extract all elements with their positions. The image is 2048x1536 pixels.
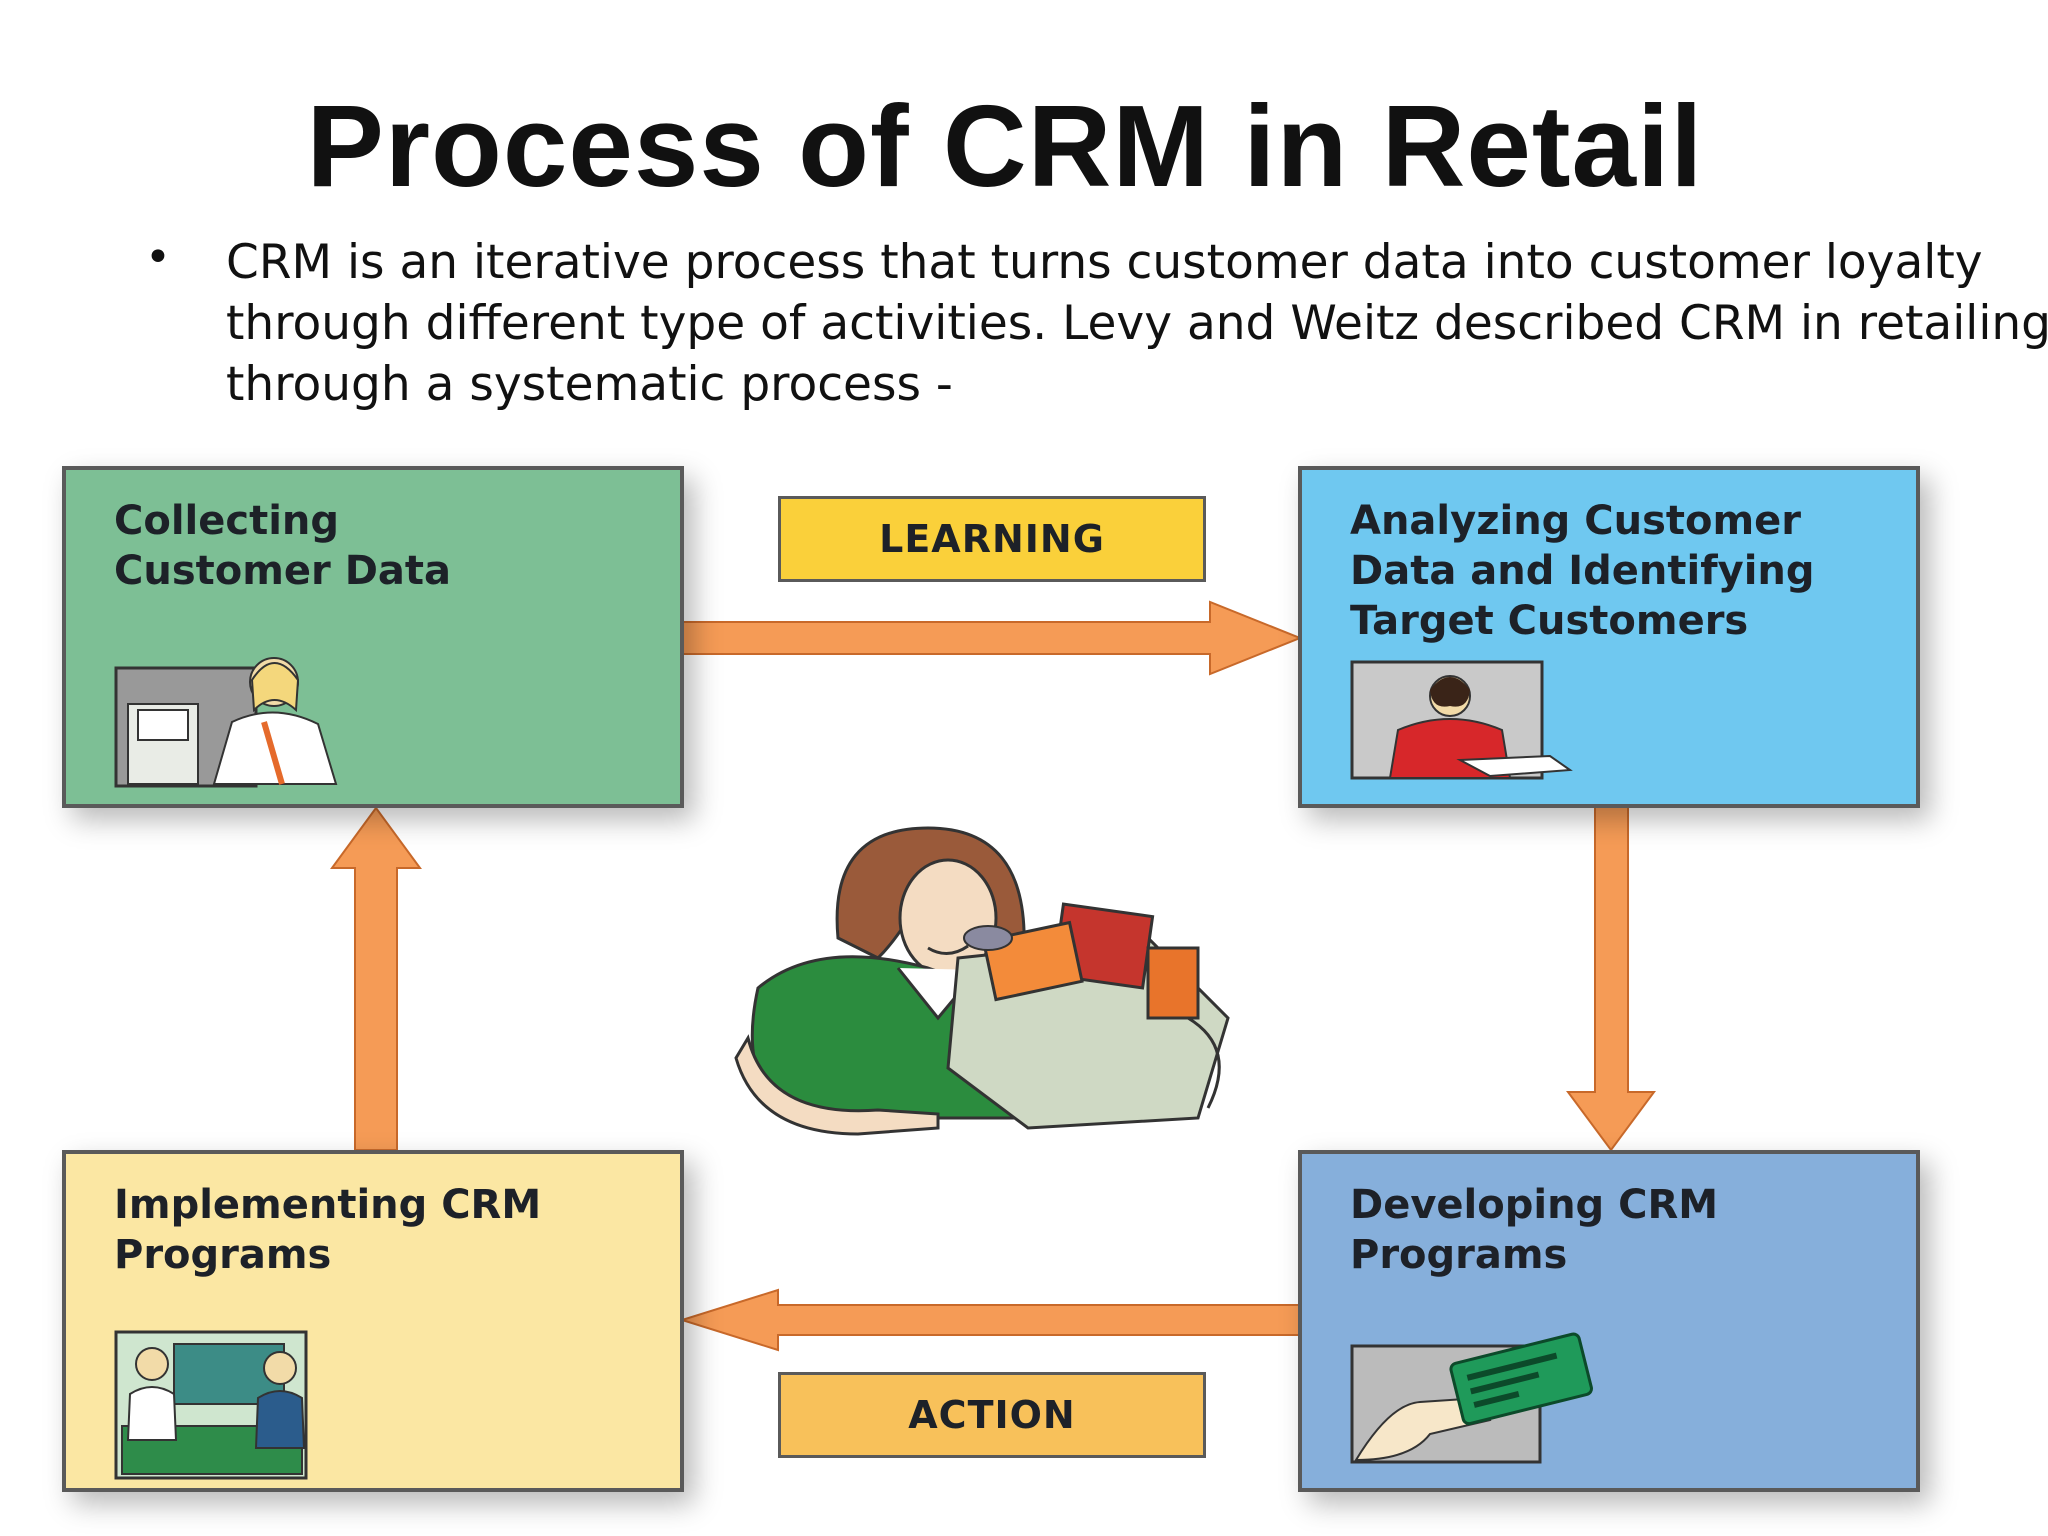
step-box-implementing: Implementing CRM Programs [62, 1150, 684, 1492]
step-label-analyzing: Analyzing Customer Data and Identifying … [1350, 498, 1815, 644]
analyst-at-desk-icon [1350, 660, 1573, 780]
action-label: ACTION [778, 1372, 1206, 1458]
arrow-left [678, 1288, 1301, 1352]
store-checkout-icon [114, 1330, 308, 1480]
step-box-developing: Developing CRM Programs [1298, 1150, 1920, 1492]
step-box-collecting: Collecting Customer Data [62, 466, 684, 808]
learning-label: LEARNING [778, 496, 1206, 582]
arrow-up [330, 806, 422, 1151]
clerk-at-register-icon [114, 657, 338, 788]
step-label-collecting: Collecting Customer Data [114, 498, 452, 594]
step-label-developing: Developing CRM Programs [1350, 1182, 1719, 1278]
loyalty-card-icon [1350, 1332, 1593, 1464]
arrow-right [681, 600, 1303, 676]
step-box-analyzing: Analyzing Customer Data and Identifying … [1298, 466, 1920, 808]
page-title: Process of CRM in Retail [306, 81, 1704, 211]
shopper-with-grocery-bag-icon [734, 826, 1230, 1136]
step-label-implementing: Implementing CRM Programs [114, 1182, 542, 1278]
arrow-down [1566, 806, 1656, 1152]
bullet-text: CRM is an iterative process that turns c… [226, 235, 2048, 412]
bullet-symbol: • [145, 232, 171, 283]
